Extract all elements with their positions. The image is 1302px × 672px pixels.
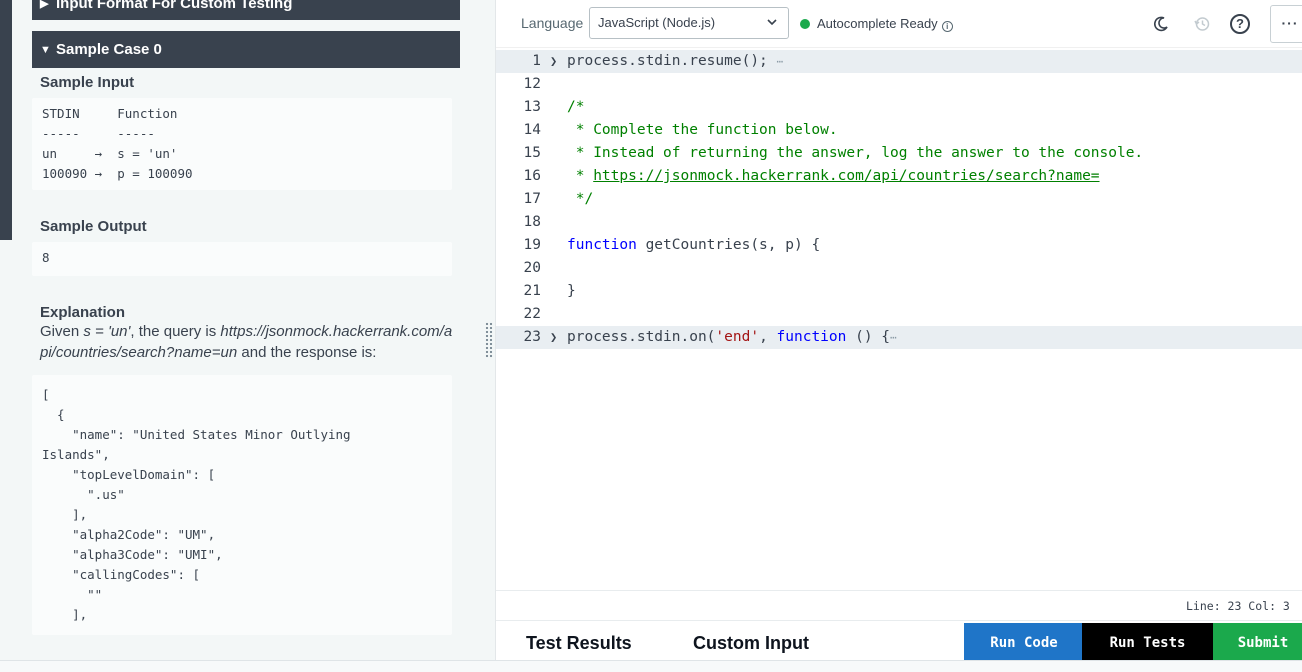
line-number: 22 xyxy=(523,306,541,322)
section-input-format-custom[interactable]: ▶ Input Format For Custom Testing xyxy=(32,0,460,20)
sample-input-box: STDIN Function ----- ----- un → s = 'un'… xyxy=(32,98,452,190)
code-line-18: 18 xyxy=(496,211,1302,234)
section-sample-case-0[interactable]: ▼ Sample Case 0 xyxy=(32,31,460,68)
code-line-19: 19 function getCountries(s, p) { xyxy=(496,234,1302,257)
line-number: 12 xyxy=(523,76,541,92)
explanation-heading: Explanation xyxy=(40,304,126,321)
more-options-button[interactable]: ··· xyxy=(1270,5,1302,43)
drag-handle-icon[interactable] xyxy=(485,322,493,358)
line-number: 20 xyxy=(523,260,541,276)
code-line-22: 22 xyxy=(496,303,1302,326)
explanation-text: Given s = 'un', the query is https://jso… xyxy=(40,323,453,361)
tab-custom-input[interactable]: Custom Input xyxy=(693,633,809,653)
cursor-position: Line: 23 Col: 3 xyxy=(1186,599,1290,613)
code-area[interactable]: 1 ❯ process.stdin.resume(); ⋯ 12 13 /* 1… xyxy=(496,49,1302,591)
code-line-17: 17 */ xyxy=(496,188,1302,211)
sample-output-heading: Sample Output xyxy=(40,218,147,235)
line-number: 14 xyxy=(523,122,541,138)
fold-chevron-icon[interactable]: ❯ xyxy=(550,54,558,68)
submit-button[interactable]: Submit xyxy=(1213,623,1302,663)
panel-splitter[interactable] xyxy=(482,0,496,672)
left-sidebar-strip xyxy=(0,0,12,240)
variable-s: s = 'un' xyxy=(83,323,131,340)
line-number: 17 xyxy=(523,191,541,207)
line-number: 18 xyxy=(523,214,541,230)
problem-content: ▶ Input Format For Custom Testing ▼ Sample… xyxy=(32,0,460,635)
code-line-15: 15 * Instead of returning the answer, lo… xyxy=(496,142,1302,165)
editor-status-bar: Line: 23 Col: 3 xyxy=(496,590,1302,620)
help-icon[interactable]: ? xyxy=(1230,14,1250,34)
bottom-action-bar: Test Results Custom Input Run Code Run T… xyxy=(496,620,1302,672)
section-title: Sample Case 0 xyxy=(56,41,162,58)
section-title: Input Format For Custom Testing xyxy=(56,0,293,12)
language-label: Language xyxy=(521,15,584,31)
info-icon[interactable]: i xyxy=(941,21,953,32)
sample-input-heading: Sample Input xyxy=(40,74,135,91)
line-number: 13 xyxy=(523,99,541,115)
sample-output-box: 8 xyxy=(32,242,452,276)
expanded-triangle-icon: ▼ xyxy=(40,44,51,56)
code-editor-panel: Language JavaScript (Node.js) Autocomple… xyxy=(496,0,1302,672)
code-line-16: 16 * https://jsonmock.hackerrank.com/api… xyxy=(496,165,1302,188)
query-url: https://jsonmock.hackerrank.com/api/coun… xyxy=(40,323,453,361)
code-line-14: 14 * Complete the function below. xyxy=(496,119,1302,142)
line-number: 23 xyxy=(523,329,541,345)
run-code-button[interactable]: Run Code xyxy=(964,623,1084,663)
dark-mode-moon-icon[interactable] xyxy=(1149,12,1173,36)
line-number: 21 xyxy=(523,283,541,299)
language-select[interactable]: JavaScript (Node.js) xyxy=(589,7,789,39)
problem-panel: ▶ Input Format For Custom Testing ▼ Sample… xyxy=(0,0,482,672)
response-box: [ { "name": "United States Minor Outlyin… xyxy=(32,375,452,635)
collapsed-triangle-icon: ▶ xyxy=(40,0,49,10)
code-line-13: 13 /* xyxy=(496,96,1302,119)
code-line-1: 1 ❯ process.stdin.resume(); ⋯ xyxy=(496,50,1302,73)
line-number: 19 xyxy=(523,237,541,253)
run-tests-button[interactable]: Run Tests xyxy=(1082,623,1213,663)
tab-test-results[interactable]: Test Results xyxy=(526,633,632,653)
api-link[interactable]: https://jsonmock.hackerrank.com/api/coun… xyxy=(593,168,1100,184)
code-line-20: 20 xyxy=(496,257,1302,280)
language-value: JavaScript (Node.js) xyxy=(598,15,716,30)
editor-toolbar: Language JavaScript (Node.js) Autocomple… xyxy=(496,0,1302,48)
folded-ellipsis-icon[interactable]: ⋯ xyxy=(776,55,784,68)
code-line-21: 21 } xyxy=(496,280,1302,303)
code-line-23: 23 ❯ process.stdin.on('end', function ()… xyxy=(496,326,1302,349)
line-number: 1 xyxy=(532,53,541,69)
history-icon[interactable] xyxy=(1190,12,1214,36)
fold-chevron-icon[interactable]: ❯ xyxy=(550,330,558,344)
line-number: 16 xyxy=(523,168,541,184)
code-line-12: 12 xyxy=(496,73,1302,96)
line-number: 15 xyxy=(523,145,541,161)
chevron-down-icon xyxy=(766,8,778,38)
status-dot-icon xyxy=(800,19,810,29)
bottom-strip xyxy=(0,660,1302,672)
folded-ellipsis-icon[interactable]: ⋯ xyxy=(890,331,897,344)
